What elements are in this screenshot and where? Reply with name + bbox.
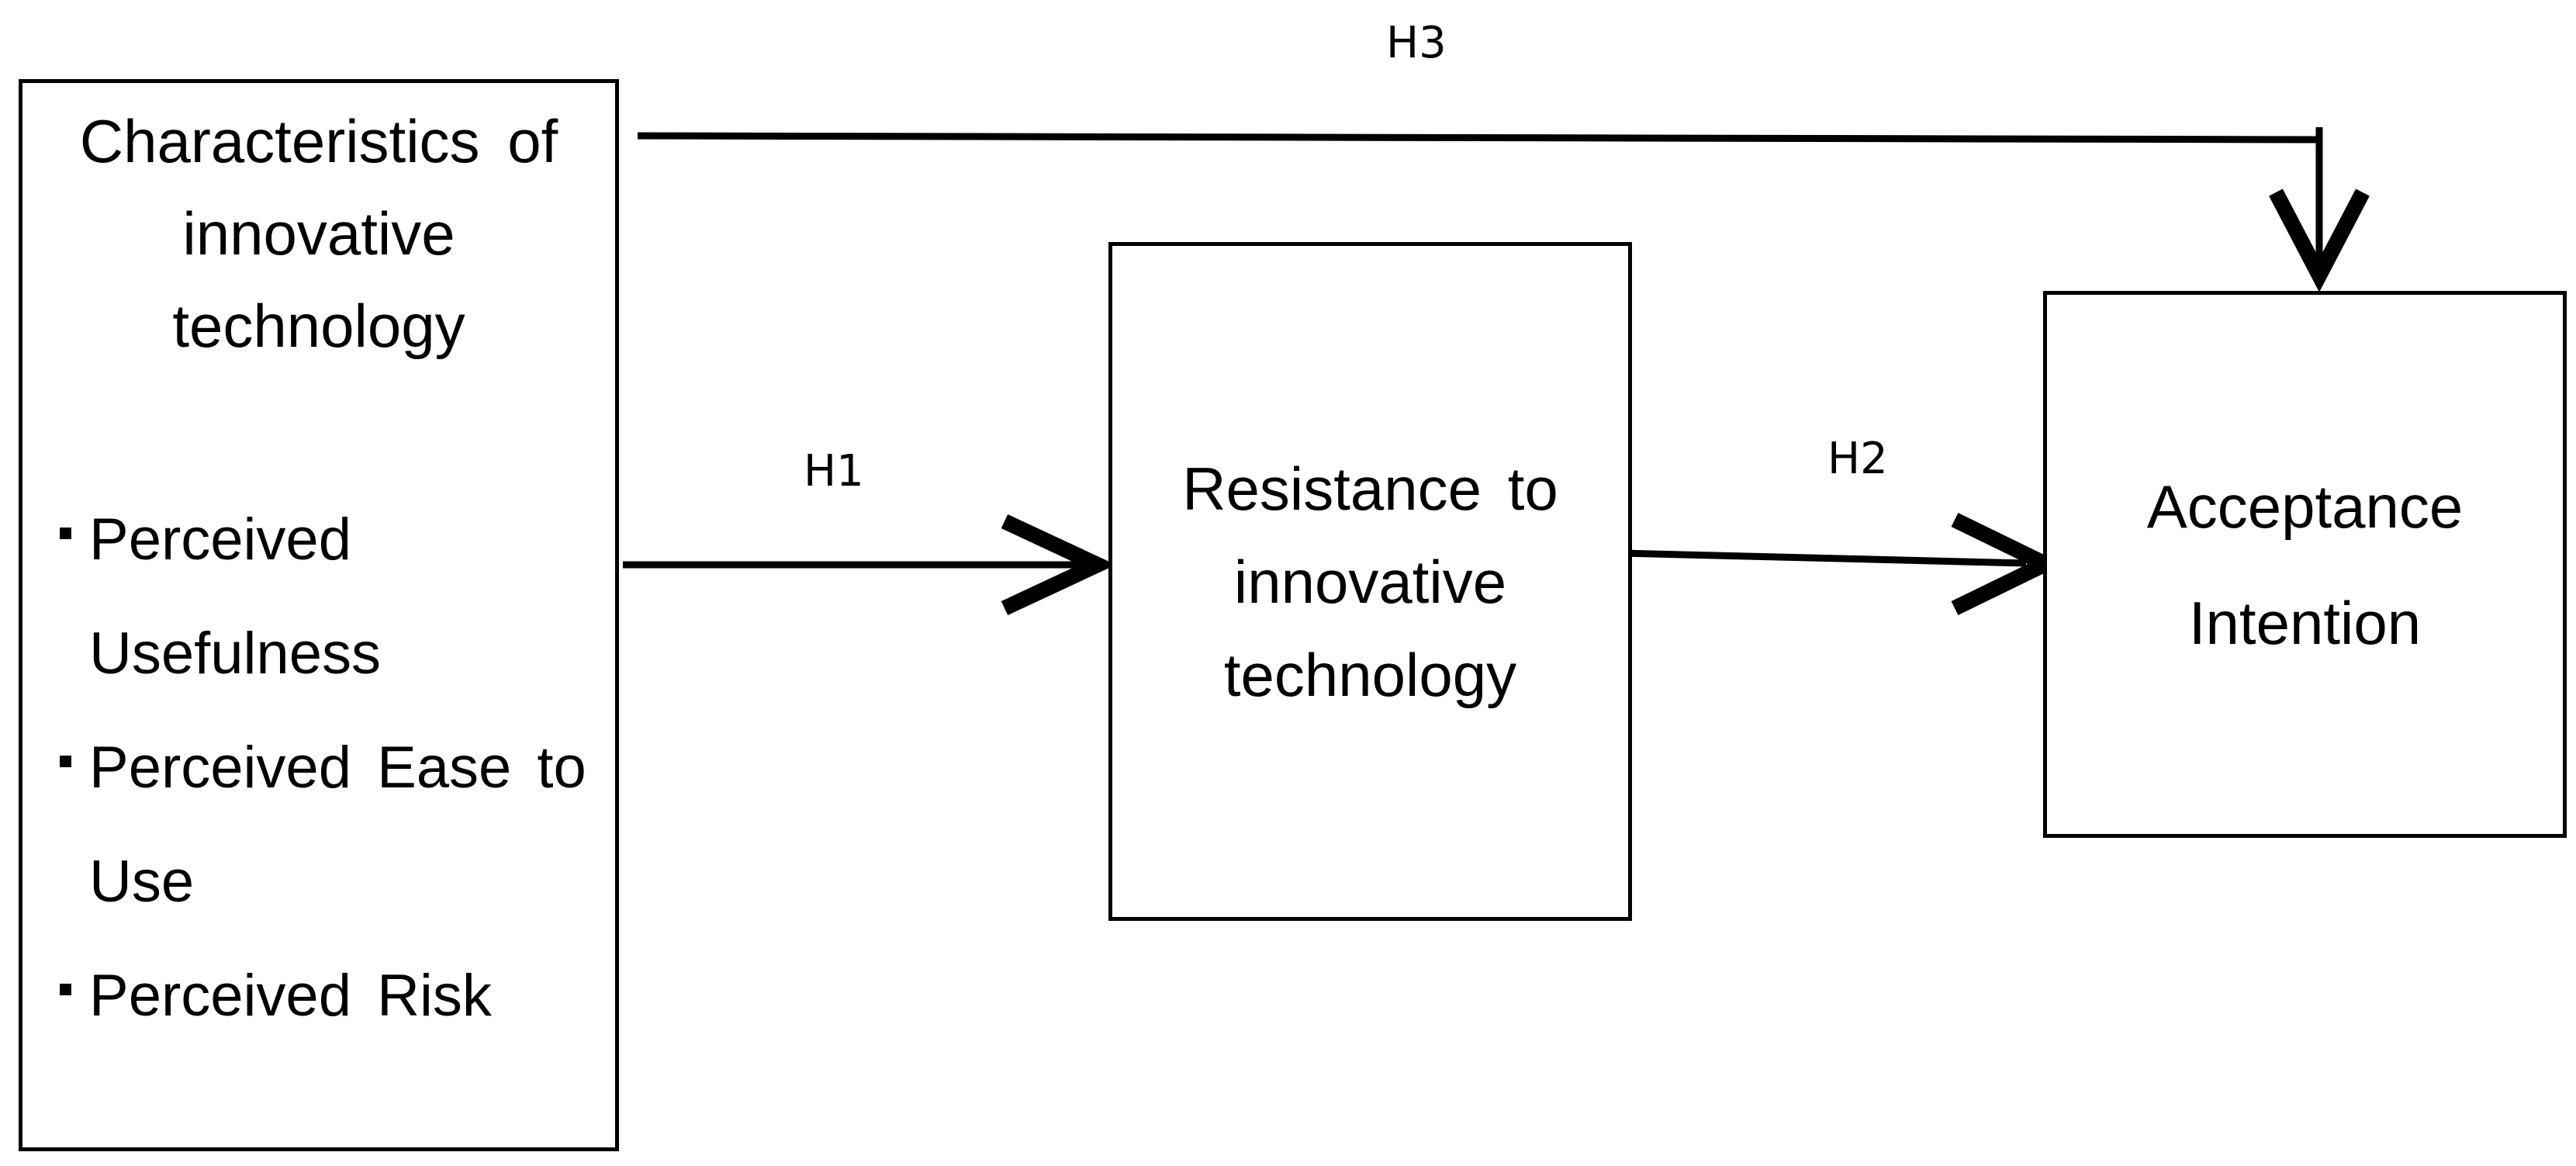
hypothesis-label-h1: H1	[804, 446, 864, 497]
hypothesis-label-h3: H3	[1386, 18, 1447, 68]
list-item-label: Perceived Usefulness	[89, 507, 381, 687]
arrow-h3-line	[637, 132, 2322, 144]
acceptance-title: Acceptance Intention	[2146, 472, 2464, 657]
list-item-label: Perceived Risk	[89, 963, 492, 1029]
characteristics-box: Characteristics of innovative technology…	[19, 79, 619, 1151]
resistance-title: Resistance to innovative technology	[1182, 454, 1558, 709]
list-item: Perceived Usefulness	[54, 483, 612, 711]
hypothesis-label-h2: H2	[1827, 434, 1888, 484]
bullet-icon	[60, 528, 71, 539]
list-item-label: Perceived Ease to Use	[89, 735, 586, 915]
list-item: Perceived Ease to Use	[54, 711, 612, 939]
bullet-icon	[60, 756, 71, 767]
characteristics-list: Perceived Usefulness Perceived Ease to U…	[54, 483, 612, 1053]
list-item: Perceived Risk	[54, 939, 612, 1053]
bullet-icon	[60, 984, 71, 995]
characteristics-title: Characteristics of innovative technology	[79, 107, 558, 360]
arrow-h2-head	[1951, 513, 2063, 615]
arrow-h2-line	[1621, 549, 2027, 567]
arrow-h1-head	[1001, 514, 1116, 616]
acceptance-box: Acceptance Intention	[2043, 291, 2567, 838]
arrow-h3-head	[2269, 189, 2370, 292]
resistance-box: Resistance to innovative technology	[1108, 242, 1632, 921]
